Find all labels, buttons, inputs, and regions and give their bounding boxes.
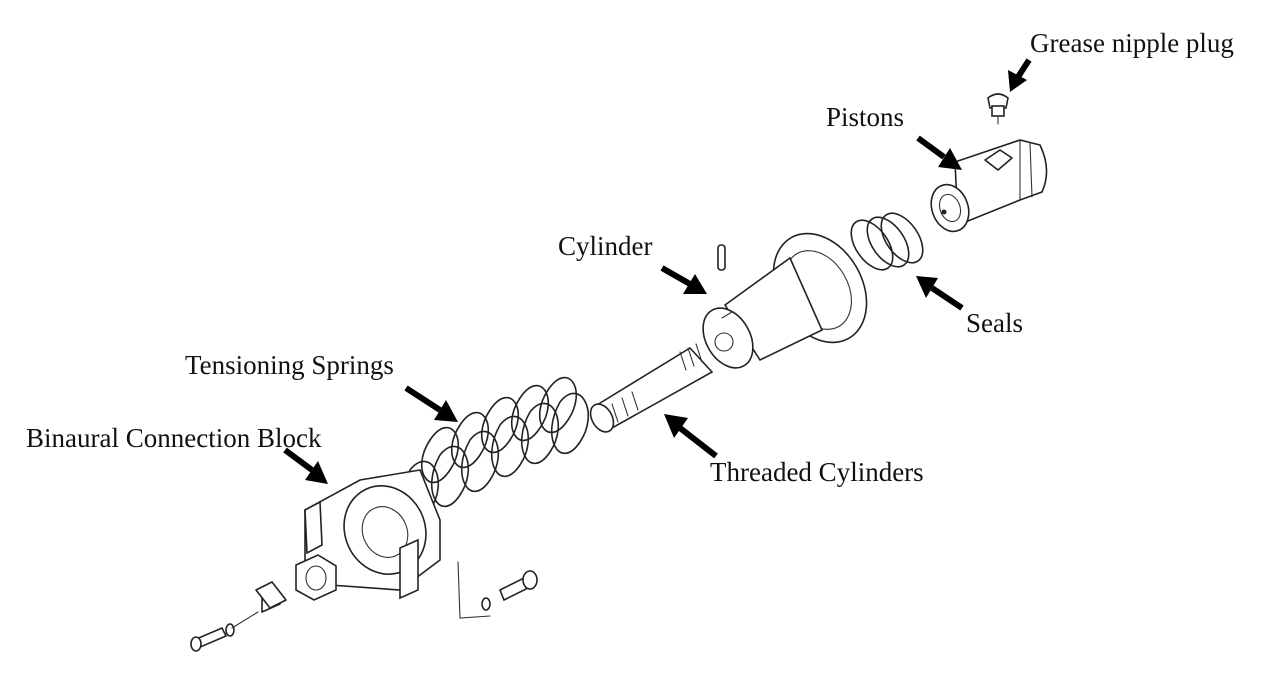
pistons-part xyxy=(930,139,1048,233)
threaded-cylinders-part xyxy=(589,343,714,433)
label-tensioning-springs: Tensioning Springs xyxy=(185,350,394,380)
arrow-binaural-connection-block xyxy=(283,447,328,484)
label-cylinder: Cylinder xyxy=(558,231,653,261)
arrow-cylinder xyxy=(660,265,707,294)
label-binaural-connection-block: Binaural Connection Block xyxy=(26,423,322,453)
arrow-seals xyxy=(916,276,964,311)
arrow-grease-nipple-plug xyxy=(1008,58,1032,92)
cylinder-part xyxy=(702,232,868,369)
label-pistons: Pistons xyxy=(826,102,905,132)
grease-nipple-plug-part xyxy=(987,93,1009,125)
hardware-parts xyxy=(190,554,538,652)
seals-part xyxy=(850,212,924,271)
label-seals: Seals xyxy=(966,308,1023,338)
arrow-tensioning-springs xyxy=(404,385,458,422)
label-grease-nipple-plug: Grease nipple plug xyxy=(1030,28,1234,58)
label-threaded-cylinders: Threaded Cylinders xyxy=(710,457,924,487)
arrow-pistons xyxy=(916,135,962,170)
arrow-threaded-cylinders xyxy=(664,414,718,459)
binaural-connection-block-part xyxy=(304,469,441,600)
